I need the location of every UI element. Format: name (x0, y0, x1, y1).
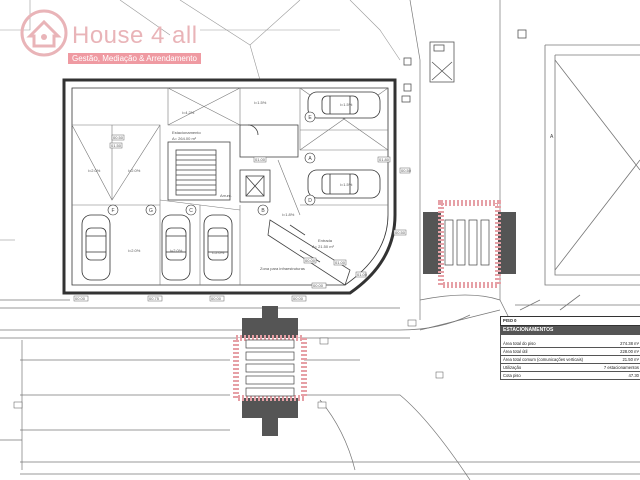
slope-label: i=1.5% (340, 182, 353, 187)
dimension-tag: 00.00 (293, 296, 304, 301)
row-label: Área total do piso (503, 341, 536, 346)
row-value: 21.50 m² (622, 357, 639, 362)
dimension-tag: 00.00 (313, 283, 324, 288)
slope-label: i=2.0% (128, 168, 141, 173)
dimension-tag: 01.00 (335, 260, 346, 265)
parking-letter-d: D (308, 198, 312, 204)
row-label: Área total útil (503, 349, 528, 354)
slope-label: i=2.0% (88, 168, 101, 173)
row-value: 7 estacionamentos (603, 365, 639, 370)
parking-letter-b: B (261, 208, 265, 214)
stair-core (167, 124, 351, 286)
table-row: Cota piso 47.30 (500, 372, 640, 380)
dimension-tag: 00.00 (305, 258, 316, 263)
parking-area-label: Estacionamento (172, 130, 201, 135)
row-value: 274.38 m² (620, 341, 639, 346)
parking-letter-c: C (189, 208, 193, 214)
car-2 (307, 169, 381, 199)
row-value: 47.30 (628, 373, 639, 378)
area-table: PISO 0 ESTACIONAMENTOS Área total do pis… (500, 316, 640, 380)
slope-label: i=2.0% (212, 250, 225, 255)
table-title: PISO 0 (500, 316, 640, 326)
slope-label: i=2.0% (170, 248, 183, 253)
slope-label: i=1.5% (254, 100, 267, 105)
table-section: ESTACIONAMENTOS (500, 326, 640, 335)
parking-letter-g: G (149, 208, 153, 214)
dimension-tag: 00.50 (395, 230, 406, 235)
table-row: Área total comum (comunicações verticais… (500, 356, 640, 364)
table-row: Utilização 7 estacionamentos (500, 364, 640, 372)
dimension-tag: 00.75 (149, 296, 160, 301)
row-label: Área total comum (comunicações verticais… (503, 357, 584, 362)
car-1 (307, 91, 381, 119)
dimension-tag: 01.00 (255, 157, 266, 162)
crosswalk-bottom (233, 306, 307, 436)
dimension-tag: 01.80 (379, 157, 390, 162)
neighbor-letter: A (550, 134, 554, 140)
house-logo-icon (20, 9, 68, 57)
row-label: Utilização (503, 365, 522, 370)
parking-letter-e: E (308, 115, 312, 121)
slope-label: i=2.0% (128, 248, 141, 253)
entrance-label: Entrada (318, 238, 333, 243)
slope-label: i=1.8% (282, 212, 295, 217)
dimension-tag: 01.50 (111, 143, 122, 148)
dimension-tag: 01.00 (357, 272, 368, 277)
infra-label: Zona para infraestruturas (260, 266, 305, 271)
table-row: Área total útil 228.00 m² (500, 348, 640, 356)
dimension-tag: 00.00 (75, 296, 86, 301)
stair-label: Arrum. (220, 193, 232, 198)
row-value: 228.00 m² (620, 349, 639, 354)
dimension-tag: 00.50 (401, 168, 412, 173)
car-5 (203, 214, 233, 281)
car-4 (161, 214, 191, 281)
logo-name: House 4 all (72, 22, 198, 49)
neighbor-lines (0, 0, 401, 241)
car-3 (81, 214, 111, 281)
neighbor-building (519, 44, 640, 311)
slope-label: i=4.2% (182, 110, 195, 115)
slope-label: i=1.5% (340, 102, 353, 107)
table-row: Área total do piso 274.38 m² (500, 340, 640, 348)
dimension-tag: 00.50 (113, 135, 124, 140)
parking-letter-a: A (308, 156, 312, 162)
entrance-value: A= 21.50 m² (312, 244, 335, 249)
meter-boxes (401, 29, 527, 103)
row-label: Cota piso (503, 373, 521, 378)
parking-letter-f: F (111, 208, 114, 214)
dimension-tag: 00.00 (211, 296, 222, 301)
parking-area-value: A= 264.00 m² (172, 136, 197, 141)
logo-tagline: Gestão, Mediação & Arrendamento (68, 53, 201, 64)
crosswalk-right (423, 200, 516, 288)
